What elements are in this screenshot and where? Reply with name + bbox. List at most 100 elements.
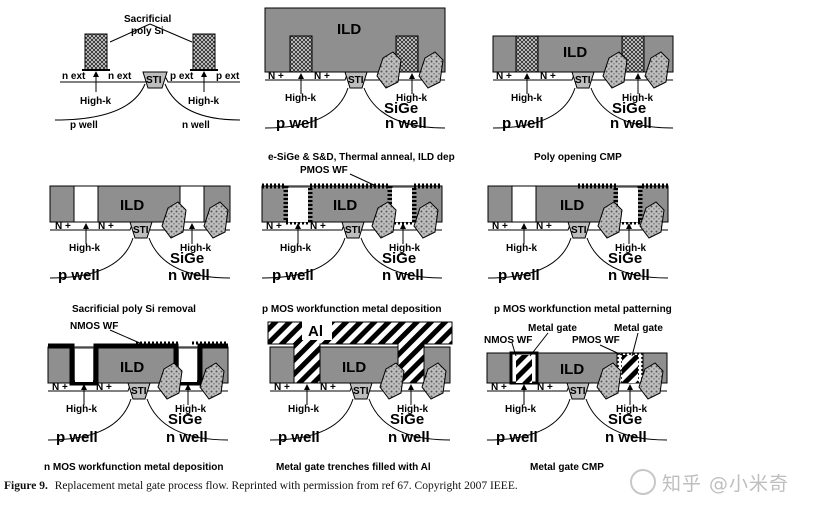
label-p-well: p well (58, 267, 100, 284)
label-nmos-wf: NMOS WF (70, 321, 118, 332)
panel-poly-opening-cmp: ILD N + N + STI High-k High-k SiGe p wel… (492, 35, 674, 163)
label-sige: SiGe (608, 250, 642, 267)
panel-pmos-wf-dep: PMOS WF ILD N + N + STI High-k High-k Si… (261, 165, 443, 315)
label-high-k: High-k (285, 93, 317, 104)
label-sige: SiGe (390, 411, 424, 428)
label-sige: SiGe (384, 100, 418, 117)
label-high-k-2: High-k (615, 243, 647, 254)
label-ild: ILD (337, 21, 361, 38)
caption-6: n MOS workfunction metal deposition (44, 462, 223, 473)
label-high-k-2: High-k (188, 96, 220, 107)
poly-gate-left (84, 33, 108, 71)
label-sti: STI (570, 386, 586, 397)
label-sti: STI (571, 225, 587, 236)
label-poly-si: poly Si (131, 26, 164, 37)
poly-gate-right (192, 33, 216, 71)
label-n-well: n well (605, 429, 647, 446)
label-high-k-2: High-k (397, 404, 429, 415)
label-sti: STI (131, 386, 147, 397)
label-n-plus: N + (52, 382, 68, 393)
label-n-ext-2: n ext (108, 71, 132, 82)
label-sige: SiGe (612, 100, 646, 117)
label-ild: ILD (560, 197, 584, 214)
label-n-well: n well (608, 267, 650, 284)
label-high-k-2: High-k (622, 93, 654, 104)
label-ild: ILD (333, 197, 357, 214)
label-sige: SiGe (170, 250, 204, 267)
label-sige: SiGe (168, 411, 202, 428)
label-al: Al (308, 323, 323, 340)
label-high-k-2: High-k (396, 93, 428, 104)
label-n-plus-2: N + (314, 71, 330, 82)
watermark-text: 知乎 @小米奇 (662, 472, 790, 495)
label-sti: STI (348, 75, 364, 86)
label-n-plus-2: N + (96, 382, 112, 393)
figure-caption: Figure 9. Replacement metal gate process… (4, 480, 518, 492)
label-sige: SiGe (382, 250, 416, 267)
label-n-well: n well (385, 115, 427, 132)
label-n-well: n well (166, 429, 208, 446)
panel-pmos-wf-patterning: ILD N + N + STI High-k High-k SiGe p wel… (487, 183, 672, 315)
label-p-ext: p ext (170, 71, 194, 82)
label-ild: ILD (120, 197, 144, 214)
label-high-k: High-k (280, 243, 312, 254)
figure-caption-text: Replacement metal gate process flow. Rep… (55, 480, 518, 492)
label-ild: ILD (563, 44, 587, 61)
label-sti: STI (146, 75, 162, 86)
label-p-well: p well (70, 120, 98, 131)
caption-8: Metal gate CMP (530, 462, 604, 473)
panel-al-fill: Al ILD N + N + STI High-k High-k SiGe p … (267, 318, 453, 473)
label-p-well: p well (56, 429, 98, 446)
label-sti: STI (133, 225, 149, 236)
label-n-plus-2: N + (98, 221, 114, 232)
label-ild: ILD (342, 359, 366, 376)
label-p-ext-2: p ext (216, 71, 240, 82)
label-n-plus: N + (268, 71, 284, 82)
caption-7: Metal gate trenches filled with Al (276, 462, 431, 473)
label-high-k: High-k (288, 404, 320, 415)
label-n-plus: N + (491, 382, 507, 393)
label-sige: SiGe (608, 411, 642, 428)
label-p-well: p well (502, 115, 544, 132)
label-n-well: n well (182, 120, 210, 131)
label-n-plus-2: N + (537, 382, 553, 393)
label-high-k: High-k (506, 243, 538, 254)
label-high-k: High-k (66, 404, 98, 415)
label-n-well: n well (382, 267, 424, 284)
label-p-well: p well (496, 429, 538, 446)
panel-nmos-wf-dep: NMOS WF ILD N + N + STI High-k High-k Si… (44, 321, 229, 473)
caption-5: p MOS workfunction metal patterning (494, 304, 672, 315)
panel-poly-removal: ILD N + N + STI High-k High-k SiGe p wel… (49, 185, 231, 315)
label-pmos-wf: PMOS WF (300, 165, 348, 176)
label-high-k-2: High-k (389, 243, 421, 254)
sti-trench (142, 71, 168, 89)
label-sti: STI (345, 225, 361, 236)
panel-ild-dep: ILD N + N + STI High-k High-k SiGe p wel… (264, 7, 455, 163)
label-n-well: n well (388, 429, 430, 446)
caption-3: Sacrificial poly Si removal (72, 304, 196, 315)
label-n-plus: N + (266, 221, 282, 232)
label-high-k: High-k (80, 96, 112, 107)
label-n-plus-2: N + (310, 221, 326, 232)
panel-metal-gate-cmp: Metal gate Metal gate NMOS WF PMOS WF IL… (484, 323, 668, 473)
watermark: 知乎 @小米奇 (630, 466, 805, 498)
label-high-k: High-k (505, 404, 537, 415)
label-n-plus: N + (492, 221, 508, 232)
label-n-plus-2: N + (320, 382, 336, 393)
label-n-well: n well (168, 267, 210, 284)
label-high-k-2: High-k (616, 404, 648, 415)
panel-sacrificial-poly: Sacrificial poly Si n ext n ext p ext p … (54, 14, 240, 131)
label-sti: STI (575, 75, 591, 86)
label-high-k: High-k (69, 243, 101, 254)
label-ild: ILD (120, 359, 144, 376)
caption-2: Poly opening CMP (534, 152, 622, 163)
label-n-plus-2: N + (536, 221, 552, 232)
label-high-k: High-k (511, 93, 543, 104)
label-n-plus-2: N + (540, 71, 556, 82)
label-p-well: p well (272, 267, 314, 284)
label-n-ext: n ext (62, 71, 86, 82)
caption-1: e-SiGe & S&D, Thermal anneal, ILD dep (268, 152, 455, 163)
label-n-plus: N + (274, 382, 290, 393)
label-high-k-2: High-k (180, 243, 212, 254)
caption-4: p MOS workfunction metal deposition (262, 304, 441, 315)
